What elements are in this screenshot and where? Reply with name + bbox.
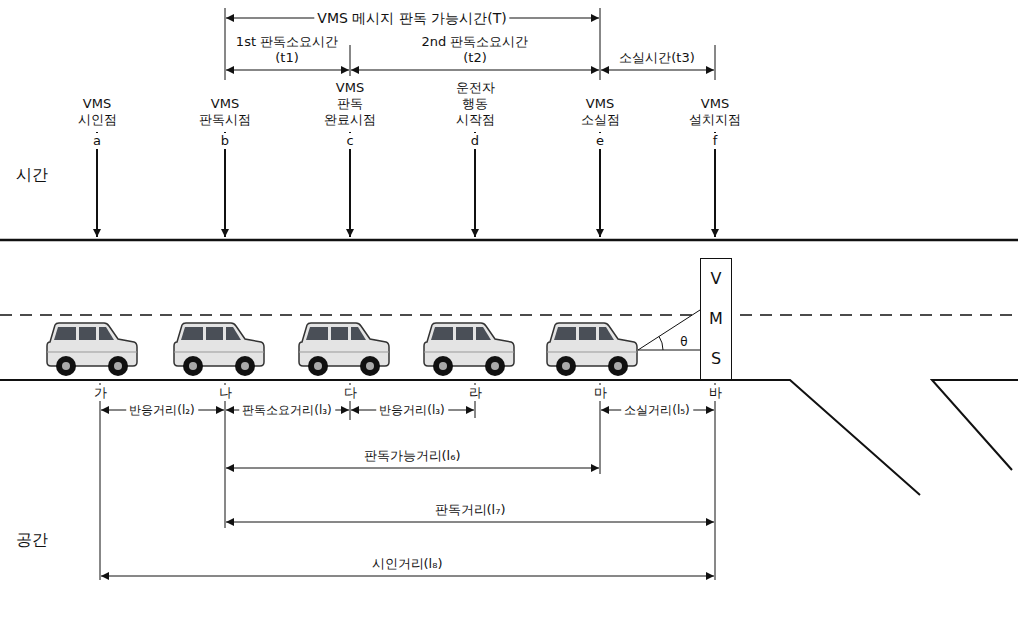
position-letter: 나 bbox=[216, 385, 235, 401]
point-name: VMS 판독 완료시점 bbox=[322, 80, 378, 128]
axis-label: 공간 bbox=[16, 532, 48, 548]
dimension-label: 반응거리(l₃) bbox=[376, 402, 448, 418]
position-letter: 바 bbox=[706, 385, 725, 401]
tick bbox=[225, 383, 226, 528]
axis-label: 시간 bbox=[16, 167, 48, 183]
vms-sign: V M S bbox=[700, 258, 732, 380]
point-name: VMS 설치지점 bbox=[687, 96, 743, 128]
sign-letter: V bbox=[711, 270, 722, 288]
ramp-edge bbox=[932, 380, 1018, 470]
view-angle bbox=[638, 310, 700, 350]
sight-line bbox=[638, 350, 700, 351]
point-letter: e bbox=[593, 133, 607, 149]
dimension-label: 반응거리(l₂) bbox=[126, 402, 198, 418]
span-label: 1st 판독소요시간(t1) bbox=[231, 34, 343, 66]
road-edge bbox=[0, 239, 1018, 242]
tick bbox=[350, 45, 351, 76]
space-scale bbox=[100, 383, 715, 580]
point-name: VMS 시인점 bbox=[69, 96, 125, 128]
sign-letter: S bbox=[711, 350, 721, 368]
dimension-line bbox=[226, 522, 714, 523]
dimension-label: 소실거리(l₅) bbox=[621, 402, 693, 418]
span-label: 2nd 판독소요시간(t2) bbox=[419, 34, 531, 66]
dimension-line bbox=[226, 468, 599, 469]
point-name: VMS 소실점 bbox=[572, 96, 628, 128]
tick bbox=[100, 383, 101, 580]
car bbox=[299, 323, 389, 376]
point-letter: b bbox=[218, 133, 232, 149]
tick bbox=[715, 45, 716, 80]
car bbox=[174, 323, 264, 376]
road bbox=[0, 240, 1018, 495]
dimension-label: 시인거리(l₈) bbox=[372, 556, 443, 572]
span-label: 소실시간(t3) bbox=[619, 50, 695, 66]
dimension-label: 판독거리(l₇) bbox=[435, 502, 506, 518]
angle-symbol: θ bbox=[680, 334, 687, 350]
lane-line bbox=[0, 314, 1018, 316]
span-arrow bbox=[351, 69, 599, 70]
point-letter: f bbox=[710, 133, 721, 149]
span-arrow bbox=[226, 69, 349, 70]
dimension-label: 판독소요거리(l₃) bbox=[239, 402, 335, 418]
span-label: VMS 메시지 판독 가능시간(T) bbox=[314, 10, 509, 26]
point-letter: d bbox=[468, 133, 482, 149]
position-letter: 다 bbox=[341, 385, 360, 401]
sign-letter: M bbox=[709, 310, 723, 328]
point-letter: c bbox=[343, 133, 356, 149]
span-arrow bbox=[601, 69, 714, 70]
tick bbox=[600, 8, 601, 80]
point-letter: a bbox=[90, 133, 104, 149]
point-name: VMS 판독시점 bbox=[197, 96, 253, 128]
position-letter: 마 bbox=[591, 385, 610, 401]
time-scale bbox=[97, 8, 715, 237]
car bbox=[547, 323, 637, 376]
angle-arc bbox=[659, 336, 663, 350]
dimension-label: 판독가능거리(l₆) bbox=[364, 448, 461, 464]
point-name: 운전자 행동 시작점 bbox=[447, 80, 503, 128]
dimension-line bbox=[101, 576, 714, 577]
sight-line bbox=[638, 310, 700, 350]
tick bbox=[715, 383, 716, 580]
position-letter: 가 bbox=[91, 385, 110, 401]
car bbox=[47, 323, 137, 376]
car bbox=[424, 323, 514, 376]
position-letter: 라 bbox=[466, 385, 485, 401]
cars bbox=[47, 323, 637, 376]
tick bbox=[225, 8, 226, 80]
road-edge bbox=[0, 380, 920, 495]
